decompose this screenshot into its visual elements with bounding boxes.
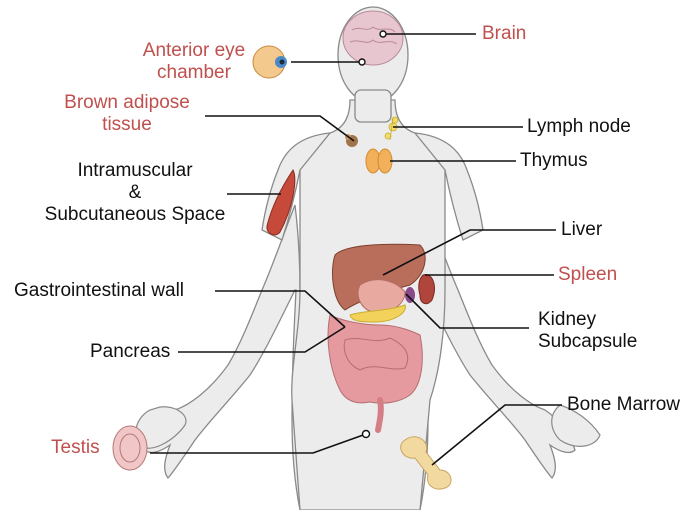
label-anterior-eye: Anterior eye chamber xyxy=(134,40,254,84)
label-anterior-eye-line1: Anterior eye xyxy=(134,40,254,62)
brain-icon xyxy=(343,11,403,65)
label-kidney: Kidney Subcapsule xyxy=(538,309,637,353)
label-intramuscular-line3: Subcutaneous Space xyxy=(40,204,230,226)
label-lymph-node: Lymph node xyxy=(527,116,631,138)
label-intramuscular-line1: Intramuscular xyxy=(40,160,230,182)
label-intramuscular-line2: & xyxy=(40,182,230,204)
label-gastrointestinal-wall: Gastrointestinal wall xyxy=(14,280,184,302)
label-kidney-line1: Kidney xyxy=(538,309,637,331)
label-intramuscular: Intramuscular & Subcutaneous Space xyxy=(40,160,230,226)
label-kidney-line2: Subcapsule xyxy=(538,331,637,353)
label-brain: Brain xyxy=(482,23,526,45)
label-testis: Testis xyxy=(51,437,100,459)
label-thymus: Thymus xyxy=(520,150,588,172)
label-brown-adipose-line2: tissue xyxy=(52,114,202,136)
eye-icon xyxy=(253,46,287,78)
spleen-icon xyxy=(419,275,435,304)
label-bone-marrow: Bone Marrow xyxy=(567,394,680,416)
label-liver: Liver xyxy=(561,219,602,241)
label-brown-adipose: Brown adipose tissue xyxy=(52,92,202,136)
testis-icon xyxy=(113,426,147,470)
label-anterior-eye-line2: chamber xyxy=(134,62,254,84)
label-spleen: Spleen xyxy=(558,264,617,286)
label-pancreas: Pancreas xyxy=(90,341,170,363)
label-brown-adipose-line1: Brown adipose xyxy=(52,92,202,114)
